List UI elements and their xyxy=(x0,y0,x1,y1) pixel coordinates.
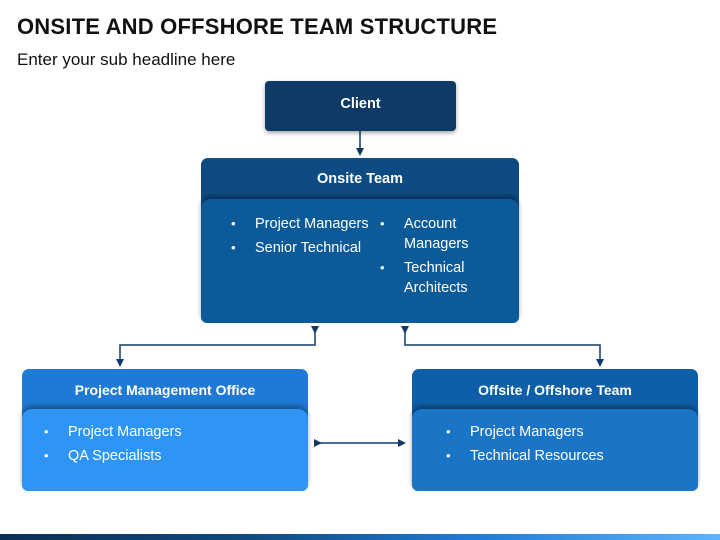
onsite-team-box: Onsite Team Project Managers Senior Tech… xyxy=(201,158,519,323)
onsite-team-label: Onsite Team xyxy=(317,171,403,187)
offshore-team-box: Offsite / Offshore Team Project Managers… xyxy=(412,369,698,491)
page-title: ONSITE AND OFFSHORE TEAM STRUCTURE xyxy=(17,14,498,39)
list-item: Project Managers xyxy=(229,214,369,234)
onsite-list-right: Account Managers Technical Architects xyxy=(378,214,518,302)
list-item: Project Managers xyxy=(42,422,182,442)
offshore-team-label: Offsite / Offshore Team xyxy=(478,382,632,398)
list-item: Project Managers xyxy=(444,422,604,442)
list-item: Account Managers xyxy=(378,214,518,254)
onsite-pmo-arrow xyxy=(116,326,319,367)
page-subtitle: Enter your sub headline here xyxy=(17,50,236,69)
pmo-label: Project Management Office xyxy=(74,382,256,398)
onsite-list-left: Project Managers Senior Technical xyxy=(229,214,369,262)
client-box: Client xyxy=(265,81,456,131)
footer-bar xyxy=(0,534,720,540)
pmo-body: Project Managers QA Specialists xyxy=(22,409,308,491)
pmo-box: Project Management Office Project Manage… xyxy=(22,369,308,491)
offshore-team-body: Project Managers Technical Resources xyxy=(412,409,698,491)
onsite-offshore-arrow xyxy=(401,326,604,367)
client-label: Client xyxy=(340,96,381,112)
onsite-team-body: Project Managers Senior Technical Accoun… xyxy=(201,199,519,323)
offshore-list: Project Managers Technical Resources xyxy=(444,422,604,470)
list-item: QA Specialists xyxy=(42,446,182,466)
pmo-list: Project Managers QA Specialists xyxy=(42,422,182,470)
list-item: Technical Resources xyxy=(444,446,604,466)
list-item: Senior Technical xyxy=(229,238,369,258)
list-item: Technical Architects xyxy=(378,258,518,298)
